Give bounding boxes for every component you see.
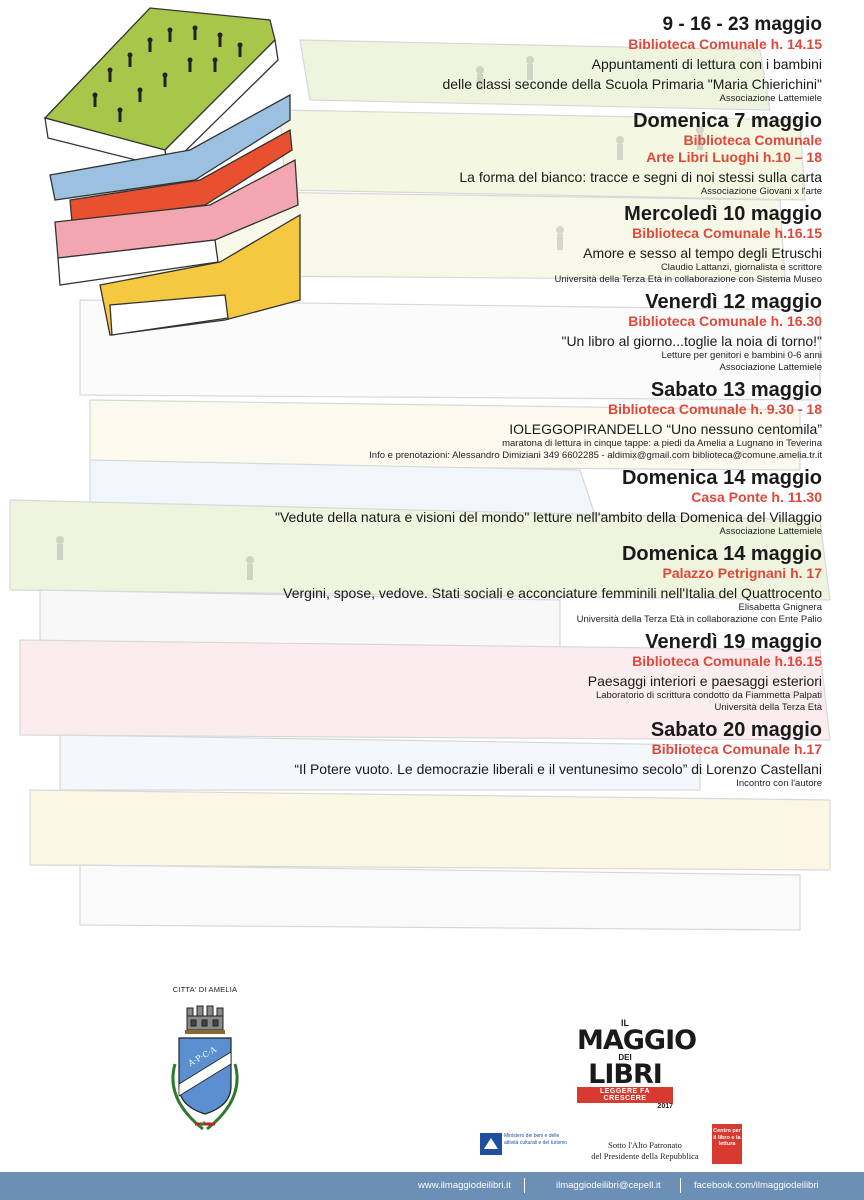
event-note: Università della Terza Età in collaboraz… <box>576 614 822 625</box>
footer-bar: www.ilmaggiodeilibri.it ilmaggiodeilibri… <box>0 1172 864 1200</box>
city-crest: CITTA' DI AMELIA A·P·C·A <box>165 985 245 1139</box>
events-list: 9 - 16 - 23 maggio Biblioteca Comunale h… <box>42 14 822 795</box>
event-title: Paesaggi interiori e paesaggi esteriori <box>587 673 822 689</box>
event-place: Biblioteca Comunale h. 14.15 <box>628 36 822 52</box>
crest-label: CITTA' DI AMELIA <box>172 985 238 994</box>
event-place: Palazzo Petrignani h. 17 <box>662 565 823 581</box>
logo-maggio: MAGGIO <box>577 1025 697 1056</box>
event-title: Vergini, spose, vedove. Stati sociali e … <box>283 585 822 601</box>
event-note: maratona di lettura in cinque tappe: a p… <box>502 438 822 449</box>
footer-email-link[interactable]: ilmaggiodeilibri@cepell.it <box>556 1180 661 1191</box>
event-note: Associazione Lattemiele <box>719 362 822 373</box>
footer-website-link[interactable]: www.ilmaggiodeilibri.it <box>418 1180 511 1191</box>
event-note: Claudio Lattanzi, giornalista e scrittor… <box>660 262 822 273</box>
event-place: Biblioteca Comunale h. 9.30 - 18 <box>608 401 822 417</box>
event-title: "Vedute della natura e visioni del mondo… <box>274 509 822 525</box>
ministry-logo: Ministero dei beni e delle attività cult… <box>480 1133 575 1161</box>
event-date: Venerdì 12 maggio <box>645 291 822 313</box>
footer-divider <box>524 1178 525 1193</box>
ministry-text: Ministero dei beni e delle attività cult… <box>504 1133 568 1146</box>
event-place: Biblioteca Comunale h.16.15 <box>632 225 822 241</box>
event-2: Domenica 7 maggio Biblioteca Comunale Ar… <box>42 110 822 198</box>
event-date: Sabato 13 maggio <box>650 379 822 401</box>
footer-facebook-link[interactable]: facebook.com/ilmaggiodeilibri <box>694 1180 819 1191</box>
event-date: Mercoledì 10 maggio <box>624 203 822 225</box>
event-place: Biblioteca Comunale h.16.15 <box>632 653 822 669</box>
logo-dei: DEI <box>618 1053 632 1062</box>
event-note: Università della Terza Età in collaboraz… <box>554 274 822 285</box>
logo-year: 2017 <box>657 1103 673 1110</box>
event-8: Venerdì 19 maggio Biblioteca Comunale h.… <box>42 631 822 714</box>
maggio-dei-libri-logo: IL MAGGIO DEI LIBRI LEGGERE FA CRESCERE … <box>577 1018 697 1110</box>
logo-subtitle: LEGGERE FA CRESCERE <box>577 1087 673 1103</box>
event-note: Associazione Lattemiele <box>719 93 822 104</box>
event-date: Domenica 14 maggio <box>621 467 822 489</box>
event-title: "Un libro al giorno...toglie la noia di … <box>561 333 822 349</box>
event-title: “Il Potere vuoto. Le democrazie liberali… <box>294 761 822 777</box>
event-note: Associazione Lattemiele <box>719 526 822 537</box>
event-note: Letture per genitori e bambini 0-6 anni <box>661 350 822 361</box>
event-1: 9 - 16 - 23 maggio Biblioteca Comunale h… <box>42 14 822 105</box>
event-title: Amore e sesso al tempo degli Etruschi <box>583 245 822 261</box>
event-title: Appuntamenti di lettura con i bambini <box>591 56 822 72</box>
event-3: Mercoledì 10 maggio Biblioteca Comunale … <box>42 203 822 286</box>
event-date: Domenica 14 maggio <box>621 543 822 565</box>
event-note: Info e prenotazioni: Alessandro Dimizian… <box>369 450 822 461</box>
event-7: Domenica 14 maggio Palazzo Petrignani h.… <box>42 543 822 626</box>
event-place: Biblioteca Comunale h.17 <box>651 741 822 757</box>
event-title: IOLEGGOPIRANDELLO “Uno nessuno centomila… <box>509 421 822 437</box>
event-title: delle classi seconde della Scuola Primar… <box>442 76 822 92</box>
event-place: Biblioteca Comunale <box>683 132 822 148</box>
ministry-emblem-icon <box>480 1133 502 1155</box>
event-9: Sabato 20 maggio Biblioteca Comunale h.1… <box>42 719 822 790</box>
logo-libri: LIBRI <box>588 1059 663 1090</box>
event-note: Associazione Giovani x l'arte <box>700 186 822 197</box>
cepell-logo: Centro per il libro e la lettura <box>712 1124 742 1164</box>
event-date: Venerdì 19 maggio <box>645 631 822 653</box>
event-place: Casa Ponte h. 11.30 <box>691 489 822 505</box>
event-date: Domenica 7 maggio <box>633 110 822 132</box>
event-note: Elisabetta Gnignera <box>738 602 822 613</box>
patronage-line-1: Sotto l'Alto Patronato <box>608 1140 682 1150</box>
patronage: Sotto l'Alto Patronato del Presidente de… <box>580 1140 710 1162</box>
footer-divider <box>680 1178 681 1193</box>
event-place: Arte Libri Luoghi h.10 – 18 <box>646 149 822 165</box>
patronage-line-2: del Presidente della Repubblica <box>591 1151 699 1161</box>
event-title: La forma del bianco: tracce e segni di n… <box>459 169 822 185</box>
event-place: Biblioteca Comunale h. 16.30 <box>628 313 822 329</box>
logo-il: IL <box>621 1018 629 1028</box>
event-4: Venerdì 12 maggio Biblioteca Comunale h.… <box>42 291 822 374</box>
event-note: Incontro con l'autore <box>736 778 822 789</box>
event-5: Sabato 13 maggio Biblioteca Comunale h. … <box>42 379 822 462</box>
event-6: Domenica 14 maggio Casa Ponte h. 11.30 "… <box>42 467 822 538</box>
event-date: Sabato 20 maggio <box>650 719 822 741</box>
event-note: Università della Terza Età <box>714 702 822 713</box>
event-note: Laboratorio di scrittura condotto da Fia… <box>595 690 822 701</box>
event-date: 9 - 16 - 23 maggio <box>662 14 822 35</box>
crest-shield-icon <box>171 1005 239 1131</box>
